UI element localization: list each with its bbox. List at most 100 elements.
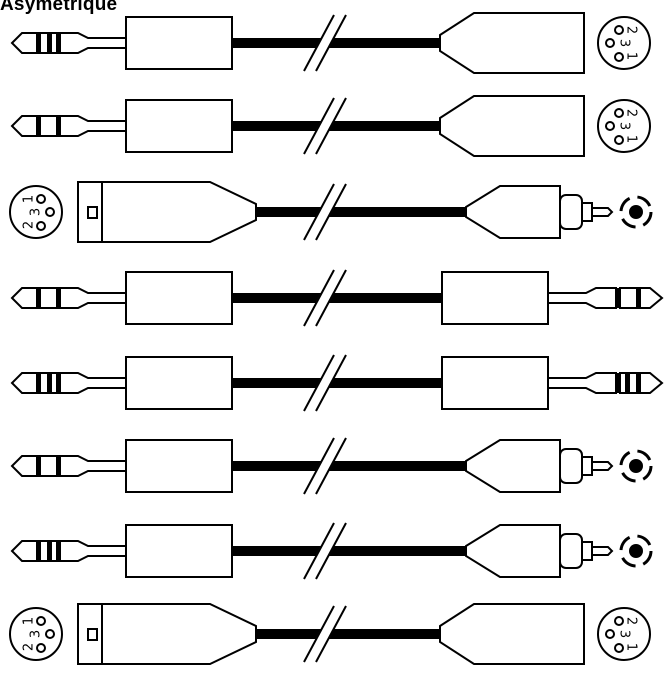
pin-3-label: 3 (29, 630, 44, 638)
pin-1-label: 1 (22, 195, 37, 203)
rca-face (619, 449, 653, 483)
pin-2-hole (36, 643, 46, 653)
jack-ring (36, 33, 41, 53)
cable-break-gap (304, 181, 346, 243)
pin-3-hole (605, 629, 615, 639)
jack-ring (47, 33, 52, 53)
jack-sleeve (59, 115, 127, 137)
cable-segment (232, 293, 442, 303)
pin-3-label: 3 (617, 630, 632, 638)
jack-sleeve-band (56, 541, 60, 561)
jack-body (125, 271, 233, 325)
jack-sleeve-band (56, 456, 60, 476)
rca-collar (559, 448, 583, 484)
cable-assembly (10, 267, 664, 329)
xlr-body (101, 603, 257, 665)
jack-sleeve (59, 455, 127, 477)
jack-ring (625, 373, 630, 393)
rca-shell (581, 541, 593, 561)
xlr-female-face: 1 3 2 (9, 607, 63, 661)
jack-ring (636, 288, 641, 308)
pin-3-label: 3 (617, 122, 632, 130)
xlr-male-face: 231 (597, 16, 651, 70)
jack-sleeve (59, 540, 127, 562)
xlr-male-face: 2 3 1 (597, 99, 651, 153)
pin-3-hole (605, 121, 615, 131)
cable-break-gap (304, 267, 346, 329)
xlr-latch (87, 206, 98, 219)
pin-2-hole (614, 108, 624, 118)
cable-segment (256, 207, 466, 217)
pin-2-label: 2 (22, 643, 37, 651)
pin-1-hole (614, 643, 624, 653)
cable-break-mark (303, 354, 335, 412)
pin-2-hole (614, 25, 624, 35)
jack-ring (36, 116, 41, 136)
cable-assembly: 231 (10, 12, 651, 74)
rca-face (619, 534, 653, 568)
rca-shell (581, 202, 593, 222)
cable-break-mark (315, 14, 347, 72)
xlr-male-face: 231 (597, 607, 651, 661)
cable-break-mark (315, 605, 347, 663)
cable-break-mark (315, 183, 347, 241)
cable-assembly: 2 3 1 (10, 95, 651, 157)
xlr-face-outline (9, 185, 63, 239)
rca-body (465, 185, 561, 239)
cable-break-mark (303, 437, 335, 495)
cable-break-gap (304, 603, 346, 665)
pin-1-hole (614, 135, 624, 145)
pin-1-label: 1 (624, 135, 639, 143)
jack-sleeve (59, 372, 127, 394)
pin-1-hole (36, 194, 46, 204)
cable-assembly (10, 435, 653, 497)
cable-break-gap (304, 435, 346, 497)
jack-sleeve (547, 287, 617, 309)
jack-sleeve-band (56, 33, 60, 53)
cable-break-gap (304, 520, 346, 582)
pin-3-hole (45, 629, 55, 639)
rca-center-pin (629, 459, 643, 473)
cable-break-mark (315, 354, 347, 412)
cable-break-mark (303, 605, 335, 663)
jack-ring (36, 541, 41, 561)
jack-ring (36, 288, 41, 308)
jack-body (125, 524, 233, 578)
rca-pin (591, 546, 614, 556)
xlr-female-face: 132 (9, 185, 63, 239)
pin-2-label: 2 (624, 617, 639, 625)
pin-1-hole (36, 616, 46, 626)
pin-2-label: 2 (624, 109, 639, 117)
jack-ring (636, 373, 641, 393)
pin-2-hole (36, 221, 46, 231)
diagram-title: Asymétrique (0, 0, 118, 15)
xlr-face-outline (597, 16, 651, 70)
jack-ring (36, 373, 41, 393)
pin-2-label: 2 (624, 26, 639, 34)
rca-pin (591, 207, 614, 217)
cable-assembly: 132 (9, 181, 653, 243)
cable-segment (232, 378, 442, 388)
jack-sleeve (59, 287, 127, 309)
rca-face (619, 195, 653, 229)
rca-body (465, 524, 561, 578)
cable-break-mark (303, 97, 335, 155)
xlr-body (439, 12, 585, 74)
jack-sleeve-band (56, 373, 60, 393)
xlr-face-outline (597, 99, 651, 153)
pin-1-label: 1 (22, 617, 37, 625)
cable-break-gap (304, 12, 346, 74)
cable-segment (232, 38, 440, 48)
cable-break-gap (304, 352, 346, 414)
cable-segment (256, 629, 440, 639)
jack-ring (36, 456, 41, 476)
rca-body (465, 439, 561, 493)
xlr-latch (87, 628, 98, 641)
jack-ring (47, 541, 52, 561)
jack-sleeve-band (616, 288, 620, 308)
xlr-face-outline (597, 607, 651, 661)
rca-center-pin (629, 205, 643, 219)
jack-ring (47, 373, 52, 393)
